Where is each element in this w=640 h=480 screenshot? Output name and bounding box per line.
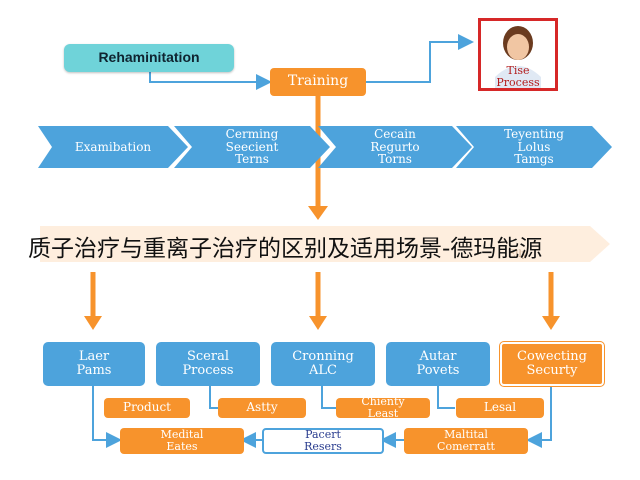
- flow-box-4: Autar Povets: [386, 342, 490, 386]
- flow-box-5: Cowecting Securty: [499, 341, 605, 387]
- chevron-step-1: Examibation: [38, 126, 188, 168]
- chevron-label: Teyenting Lolus Tamgs: [504, 127, 564, 167]
- flow-box-3: Cronning ALC: [271, 342, 375, 386]
- arrow-training-to-process: [365, 34, 474, 83]
- tag-product: Product: [104, 398, 190, 418]
- connector-right-bottom: [526, 386, 552, 448]
- training-box: Training: [270, 68, 366, 96]
- chevron-label: Cerming Seecient Terns: [225, 127, 279, 167]
- bottom-box-3: Maltital Comerratt: [404, 428, 528, 454]
- banner-arrow-strip: [40, 226, 610, 262]
- portrait-caption: Tise Process: [481, 65, 555, 88]
- bottom-box-2: Pacert Resers: [262, 428, 384, 454]
- bottom-box-1: Medital Eates: [120, 428, 244, 454]
- connector-left-bottom: [92, 386, 122, 448]
- chevron-step-3: Cecain Regurto Torns: [318, 126, 472, 168]
- tag-chienty: Chienty Least: [336, 395, 430, 420]
- arrow-rehab-to-training: [149, 70, 272, 90]
- tag-astty: Astty: [218, 398, 306, 418]
- chevron-label: Cecain Regurto Torns: [370, 127, 420, 167]
- rehabilitation-label: Rehaminitation: [64, 44, 234, 72]
- chevron-label: Examibation: [74, 139, 152, 154]
- process-portrait: Tise Process: [478, 18, 558, 91]
- flow-box-1: Laer Pams: [43, 342, 145, 386]
- chevron-step-2: Cerming Seecient Terns: [174, 126, 330, 168]
- connector-tag-lesal: [437, 386, 455, 409]
- banner-behind-label: Elly: [508, 249, 528, 260]
- tag-lesal: Lesal: [456, 398, 544, 418]
- chevron-step-4: Teyenting Lolus Tamgs: [456, 126, 612, 168]
- banner-title: 质子治疗与重离子治疗的区别及适用场景-德玛能源: [28, 236, 543, 262]
- flow-box-2: Sceral Process: [156, 342, 260, 386]
